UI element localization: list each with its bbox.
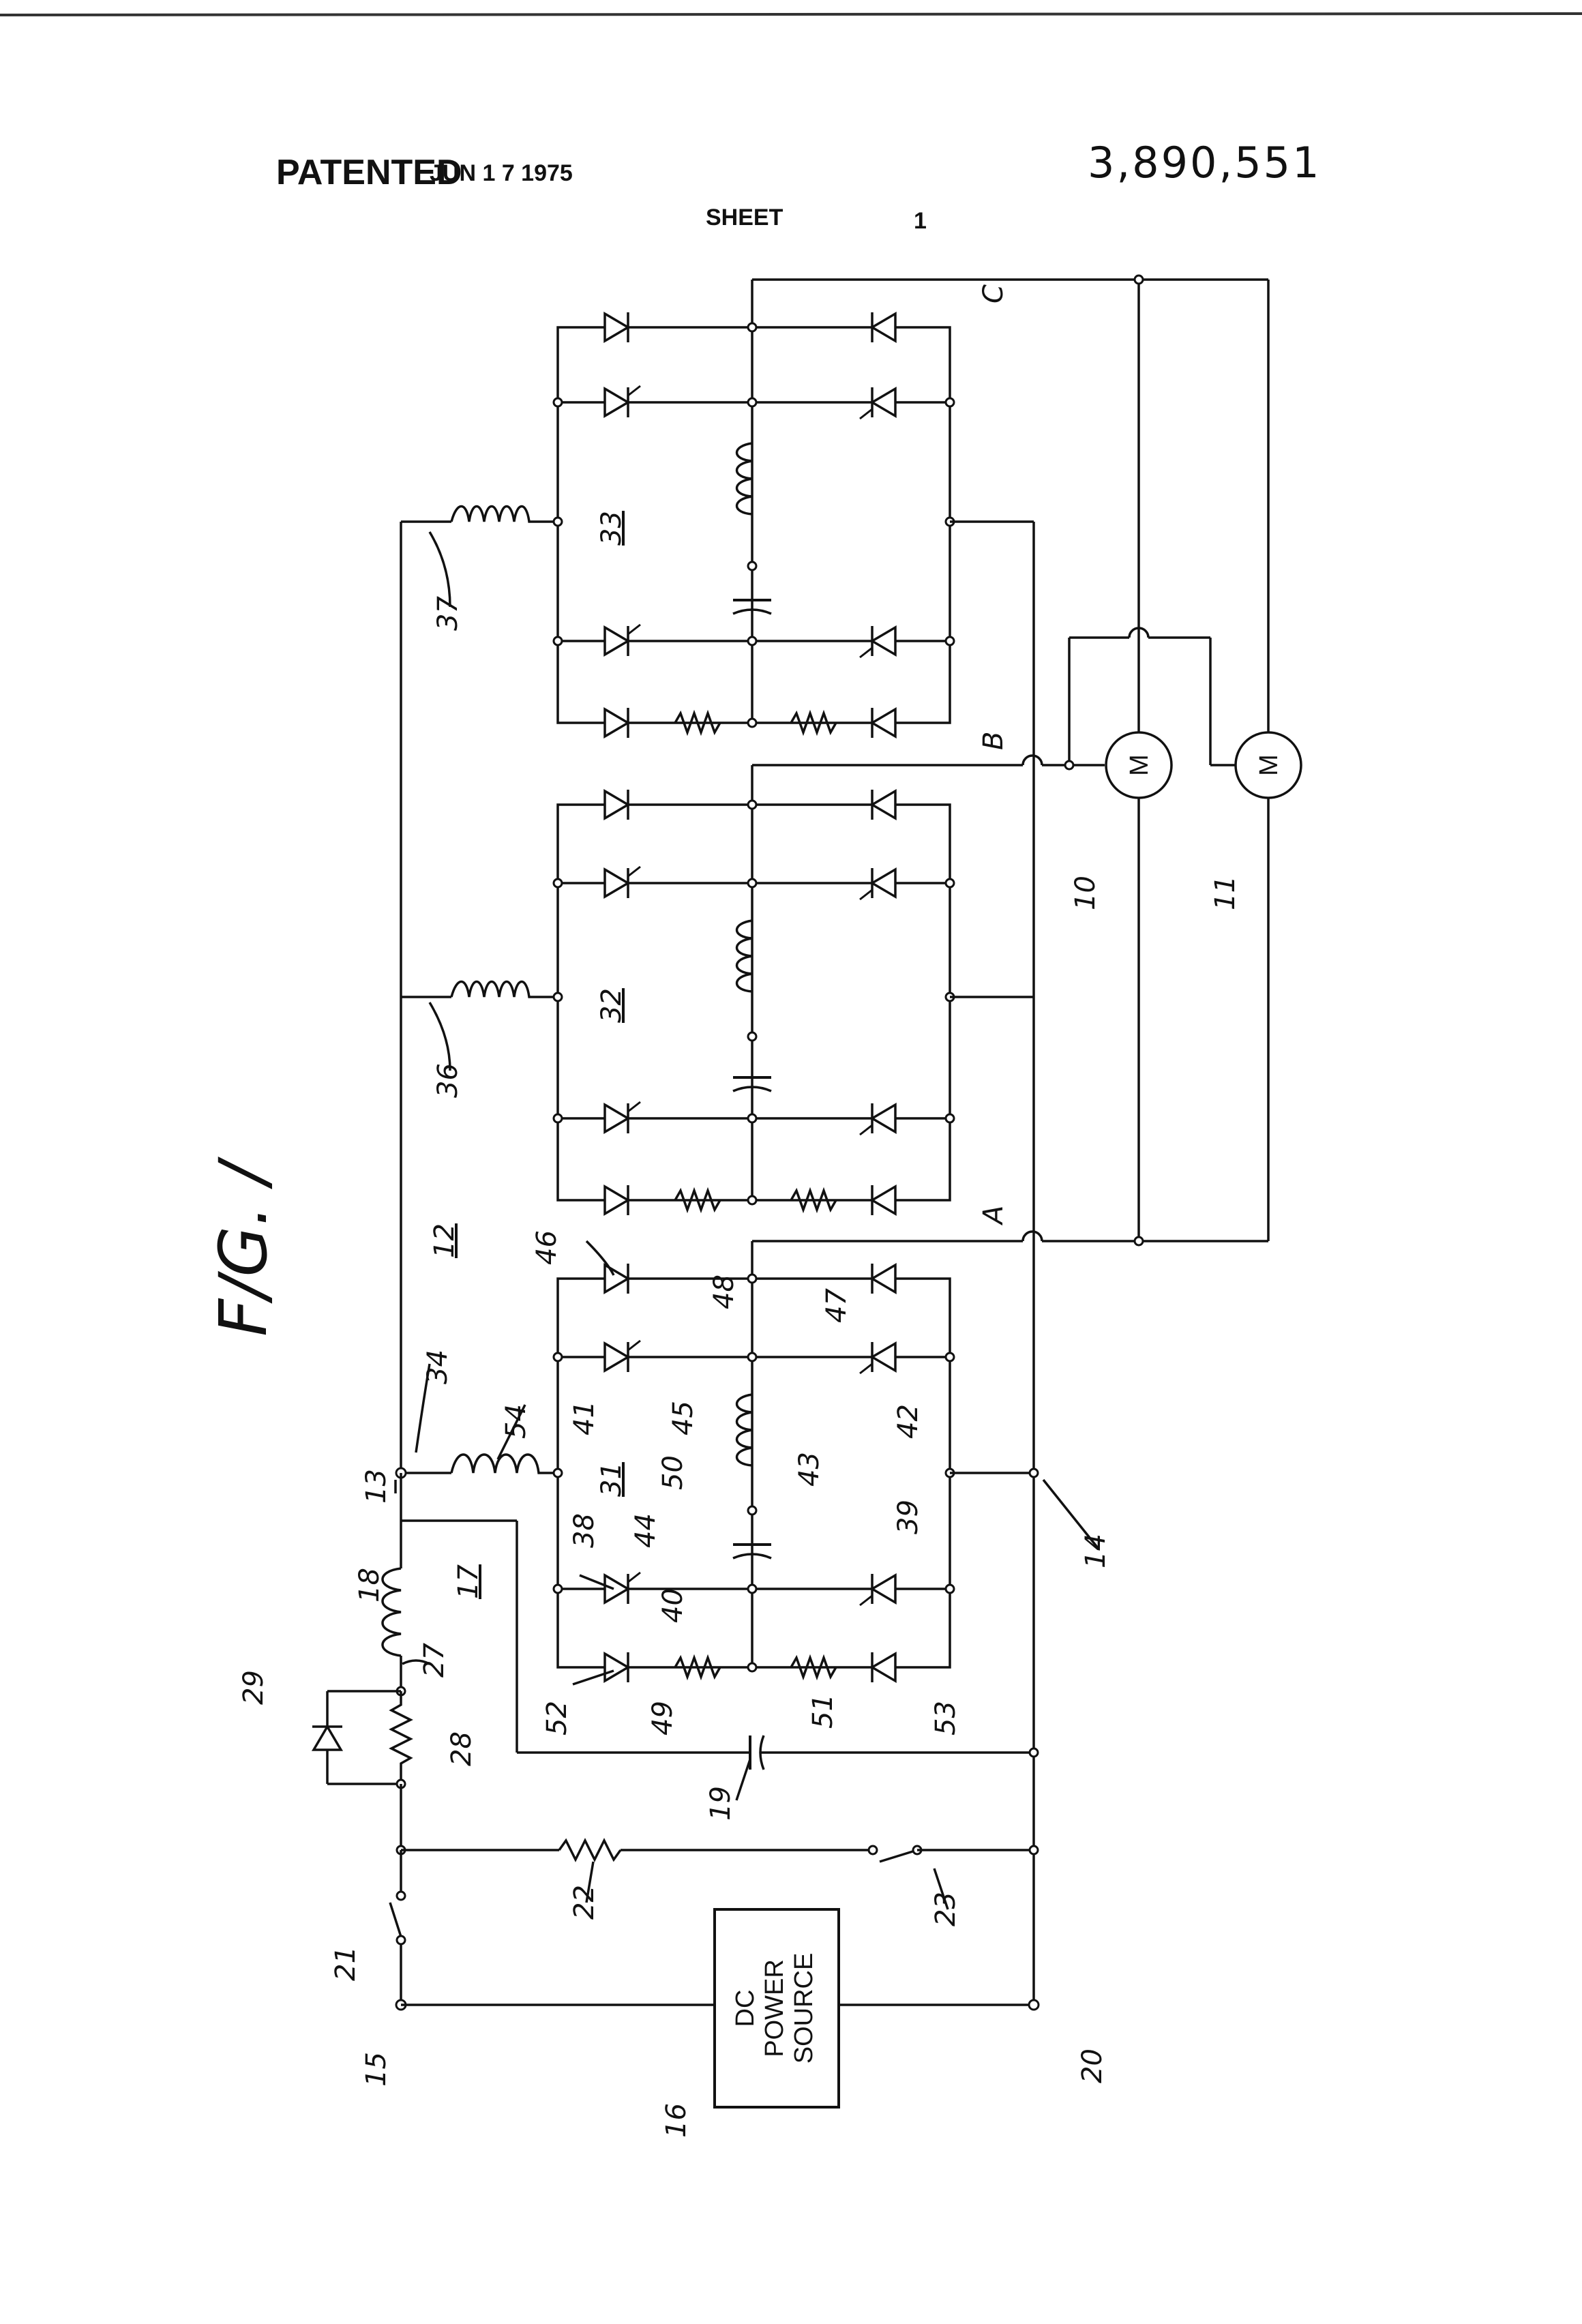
svg-text:46: 46 xyxy=(531,1230,563,1265)
inductor-37 xyxy=(450,505,558,523)
bridge-33 xyxy=(552,278,1268,777)
svg-text:29: 29 xyxy=(238,1670,269,1705)
svg-text:43: 43 xyxy=(794,1452,825,1487)
svg-text:53: 53 xyxy=(930,1701,961,1735)
svg-text:16: 16 xyxy=(661,2103,692,2138)
svg-text:M: M xyxy=(1255,754,1283,776)
label-33: 33 xyxy=(596,511,627,546)
phase-label-b: B xyxy=(978,732,1009,750)
svg-text:48: 48 xyxy=(708,1275,740,1309)
svg-text:10: 10 xyxy=(1070,876,1101,910)
svg-text:21: 21 xyxy=(330,1946,361,1981)
reference-labels: C B A 33 32 31 12 17 37 36 34 54 13 18 2… xyxy=(238,284,1241,2138)
svg-text:M: M xyxy=(1125,754,1154,776)
motor-11: M xyxy=(1234,731,1302,799)
bridge-31 xyxy=(552,1230,1268,1684)
motor-10: M xyxy=(1105,731,1173,799)
label-32: 32 xyxy=(596,988,627,1023)
power-source-line2: POWER xyxy=(760,1959,789,2057)
patent-date: JUN 1 7 1975 xyxy=(430,160,573,186)
power-source-line1: DC xyxy=(731,1990,760,2027)
bridge-32 xyxy=(552,754,1069,1217)
svg-text:13: 13 xyxy=(361,1469,392,1504)
svg-text:47: 47 xyxy=(821,1288,852,1323)
phase-label-c: C xyxy=(978,284,1009,303)
label-12: 12 xyxy=(429,1223,460,1258)
svg-text:36: 36 xyxy=(432,1063,464,1098)
top-rule xyxy=(0,12,1582,16)
svg-text:44: 44 xyxy=(630,1513,661,1548)
svg-text:52: 52 xyxy=(541,1701,573,1735)
svg-text:28: 28 xyxy=(446,1731,477,1766)
inductor-18 xyxy=(381,1567,402,1657)
svg-text:37: 37 xyxy=(432,596,464,631)
svg-text:22: 22 xyxy=(569,1885,600,1920)
label-17: 17 xyxy=(453,1564,484,1599)
svg-text:49: 49 xyxy=(647,1701,678,1735)
svg-text:51: 51 xyxy=(807,1694,839,1729)
svg-text:18: 18 xyxy=(354,1568,385,1603)
patent-number: 3,890,551 xyxy=(1088,138,1322,188)
sheet-label: SHEET xyxy=(706,205,783,230)
figure-label: F/G. / xyxy=(205,1157,282,1337)
svg-text:39: 39 xyxy=(893,1500,924,1534)
svg-text:27: 27 xyxy=(419,1643,450,1678)
svg-text:23: 23 xyxy=(930,1892,961,1926)
svg-text:19: 19 xyxy=(705,1786,736,1821)
leader-lines xyxy=(394,531,1099,1910)
inductor-54 xyxy=(450,1453,558,1474)
svg-text:42: 42 xyxy=(893,1404,924,1439)
svg-text:45: 45 xyxy=(668,1401,699,1435)
svg-text:38: 38 xyxy=(569,1513,600,1548)
sheet-number: 1 xyxy=(914,208,927,234)
svg-text:41: 41 xyxy=(569,1401,600,1435)
svg-text:14: 14 xyxy=(1080,1534,1111,1568)
svg-text:50: 50 xyxy=(657,1455,689,1490)
power-source-line3: SOURCE xyxy=(790,1953,818,2064)
patented-label: PATENTED xyxy=(276,153,462,192)
label-31: 31 xyxy=(596,1462,627,1497)
circuit-schematic: M M xyxy=(311,274,1302,2109)
svg-text:40: 40 xyxy=(657,1588,689,1623)
phase-label-a: A xyxy=(978,1206,1009,1226)
svg-text:11: 11 xyxy=(1210,876,1241,910)
dc-power-source: DC POWER SOURCE xyxy=(713,1908,840,2109)
svg-text:20: 20 xyxy=(1077,2049,1108,2083)
svg-text:15: 15 xyxy=(361,2052,392,2087)
inductor-36 xyxy=(450,981,558,998)
